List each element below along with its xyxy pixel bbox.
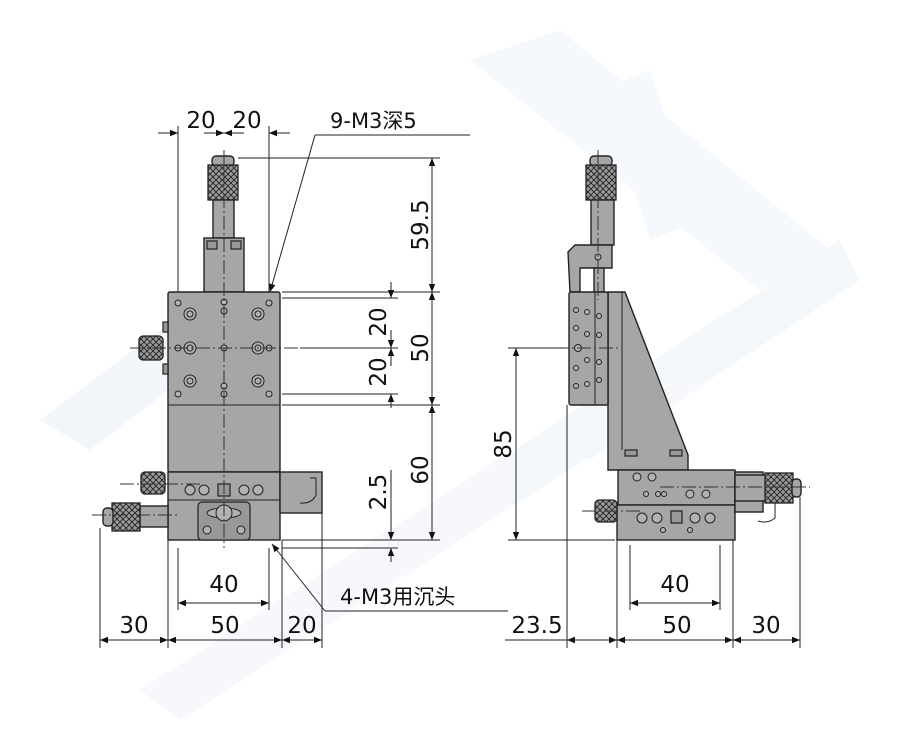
micrometer-knurl [207,164,239,201]
watermark-logo [40,30,860,720]
dim-side-right-overhang: 30 [751,613,780,639]
front-view: 20 20 9-M3深5 [92,108,508,648]
dim-hole-pitch-upper: 20 [366,307,392,336]
dim-right-overhang: 20 [287,613,316,639]
dim-height: 85 [491,429,517,458]
micrometer-knurl [111,502,141,532]
micrometer-knurl [764,472,794,504]
dim-hole-pitch-lower: 20 [366,357,392,386]
dim-top-right: 20 [232,108,261,134]
carriage-holes [573,307,602,389]
lock-knob [140,471,166,495]
callout-top-text: 9-M3深5 [330,109,417,133]
micrometer-cap [791,478,802,498]
top-dimension: 20 20 [158,108,290,292]
callout-tapped-holes: 9-M3深5 [269,109,470,293]
callout-countersink: 4-M3用沉头 [271,543,508,612]
dim-side-left-offset: 23.5 [511,613,562,639]
vertical-dimensions: 59.5 50 60 20 20 2.5 [238,157,440,562]
dim-side-base-width: 50 [662,613,691,639]
micrometer-bracket [567,244,613,293]
dim-left-overhang: 30 [119,613,148,639]
dim-lower: 60 [408,455,434,484]
micrometer-sleeve [139,505,169,528]
bottom-dimensions: 40 30 50 20 [99,513,323,648]
micrometer-sleeve [734,474,768,502]
side-bottom-dimensions: 40 23.5 50 30 [505,405,801,648]
dim-side-mount-pitch: 40 [660,572,689,598]
side-view: 85 40 23.5 50 30 [491,150,810,648]
micrometer-barrel [590,199,615,246]
dim-plate: 50 [408,333,434,362]
height-dimension: 85 [491,347,615,541]
base-side-holes [632,472,716,533]
dim-micrometer-height: 59.5 [408,199,434,250]
dim-offset: 2.5 [366,474,392,511]
callout-bottom-text: 4-M3用沉头 [340,585,455,609]
micrometer-knurl [585,164,617,201]
bracket-tab [230,240,242,250]
dim-mount-pitch: 40 [209,572,238,598]
micrometer-cap [102,507,114,527]
dim-base-width: 50 [210,613,239,639]
dim-top-left: 20 [186,108,215,134]
bracket-tab [206,240,218,250]
base-extension [279,471,323,514]
